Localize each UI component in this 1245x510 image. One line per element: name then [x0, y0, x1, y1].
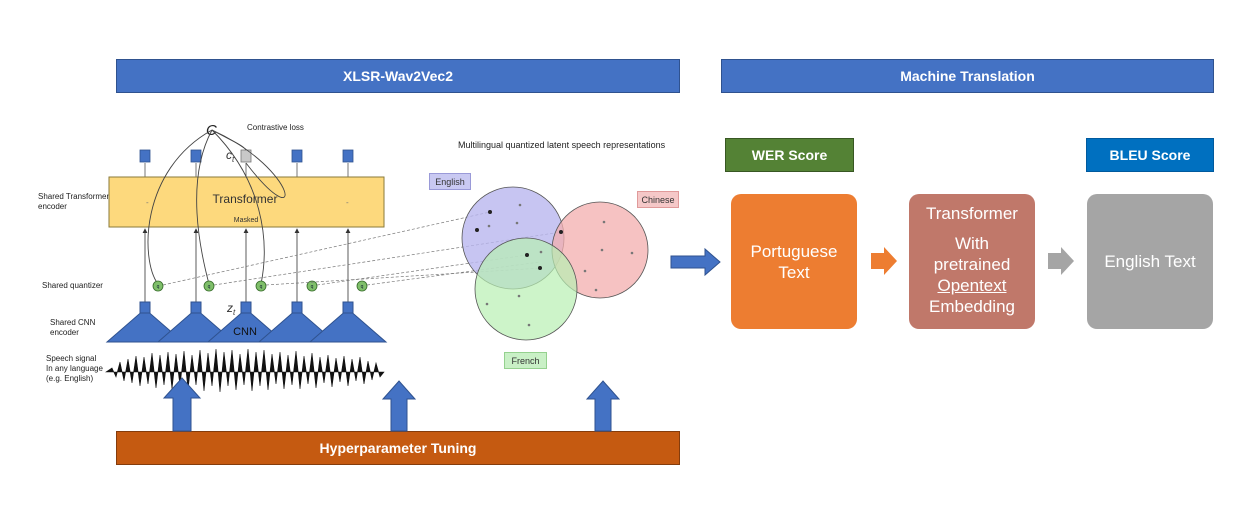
masked-label: Masked — [234, 217, 259, 224]
cnn-triangle — [308, 308, 388, 343]
zt-symbol: zt — [226, 301, 236, 317]
svg-text:q: q — [208, 284, 211, 290]
contrastive-loss-label: Contrastive loss — [247, 123, 304, 132]
svg-text:q: q — [361, 284, 364, 290]
portuguese-text-line1: Portuguese — [750, 241, 838, 261]
xlsr-wav2vec2-label: XLSR-Wav2Vec2 — [343, 68, 453, 84]
up-arrow — [162, 377, 202, 432]
output-square — [190, 149, 202, 163]
transformer-card: Transformer With pretrained Opentext Emb… — [909, 194, 1035, 329]
hyperparameter-arrows — [162, 377, 621, 432]
language-tag-english: English — [429, 173, 471, 190]
quantizer-node — [152, 280, 164, 292]
quantizer-node — [356, 280, 368, 292]
xlsr-wav2vec2-banner: XLSR-Wav2Vec2 — [116, 59, 680, 93]
quantizer-node — [306, 280, 318, 292]
transformer-to-english-arrow — [1048, 247, 1074, 275]
shared-cnn-encoder-label: Shared CNN encoder — [50, 318, 96, 337]
transformer-block-label: Transformer — [213, 192, 278, 206]
transformer-card-line4: Opentext — [937, 276, 1007, 295]
multilingual-title: Multilingual quantized latent speech rep… — [458, 140, 666, 150]
portuguese-text-card: Portuguese Text — [731, 194, 857, 329]
quantizer-node — [203, 280, 215, 292]
cnn-node — [139, 301, 151, 314]
cnn-triangle — [257, 308, 337, 343]
cnn-node — [342, 301, 354, 314]
transformer-dash-right: - — [346, 198, 349, 207]
shared-transformer-encoder-label: Shared Transformer encoder — [38, 192, 110, 211]
quantizer-node — [255, 280, 267, 292]
venn-points-large — [475, 210, 563, 270]
bleu-score-tag: BLEU Score — [1086, 138, 1214, 172]
output-square — [139, 149, 151, 163]
transformer-card-line3: pretrained — [933, 255, 1011, 274]
hyperparameter-tuning-label: Hyperparameter Tuning — [319, 440, 477, 456]
up-arrow — [585, 380, 621, 432]
transformer-card-line5: Embedding — [928, 297, 1015, 316]
contrastive-curves — [147, 129, 286, 285]
english-text-card: English Text — [1087, 194, 1213, 329]
shared-quantizer-label: Shared quantizer — [42, 281, 103, 290]
wer-score-label: WER Score — [751, 147, 828, 163]
language-tag-chinese: Chinese — [637, 191, 679, 208]
transformer-card-title: Transformer — [926, 204, 1018, 223]
ct-symbol: ct — [226, 148, 235, 164]
venn-points-small — [485, 203, 634, 327]
speech-signal-label: Speech signal In any language (e.g. Engl… — [46, 354, 103, 383]
cnn-label: CNN — [233, 326, 257, 338]
cnn-to-transformer-arrows — [142, 228, 351, 305]
quantizer-nodes — [152, 280, 368, 292]
cnn-node — [190, 301, 202, 314]
svg-text:q: q — [157, 284, 160, 290]
output-squares — [139, 149, 354, 163]
quantizer-glyphs: q q q q q — [157, 284, 364, 290]
language-tag-french: French — [504, 352, 547, 369]
up-arrow — [381, 380, 417, 432]
transformer-card-line2: With — [955, 234, 989, 253]
cnn-node — [240, 301, 252, 314]
to-machine-translation-arrow — [670, 247, 721, 277]
english-text-label: English Text — [1104, 252, 1196, 271]
output-connectors — [144, 163, 349, 177]
machine-translation-banner: Machine Translation — [721, 59, 1214, 93]
wer-score-tag: WER Score — [725, 138, 854, 172]
portuguese-text-line2: Text — [778, 262, 810, 282]
cnn-encoders — [105, 301, 388, 343]
svg-text:q: q — [260, 284, 263, 290]
french-circle — [474, 237, 578, 341]
transformer-dash-left: - — [146, 198, 149, 207]
machine-translation-label: Machine Translation — [900, 68, 1035, 84]
transformer-block — [108, 176, 385, 228]
cnn-triangle — [206, 308, 286, 343]
output-square — [342, 149, 354, 163]
portuguese-to-transformer-arrow — [871, 247, 897, 275]
language-venn — [461, 186, 649, 341]
bleu-score-label: BLEU Score — [1109, 147, 1191, 163]
cnn-node — [291, 301, 303, 314]
speech-waveform — [105, 348, 385, 393]
output-square — [291, 149, 303, 163]
cnn-triangle — [156, 308, 236, 343]
cnn-triangle — [105, 308, 185, 343]
svg-text:q: q — [311, 284, 314, 290]
